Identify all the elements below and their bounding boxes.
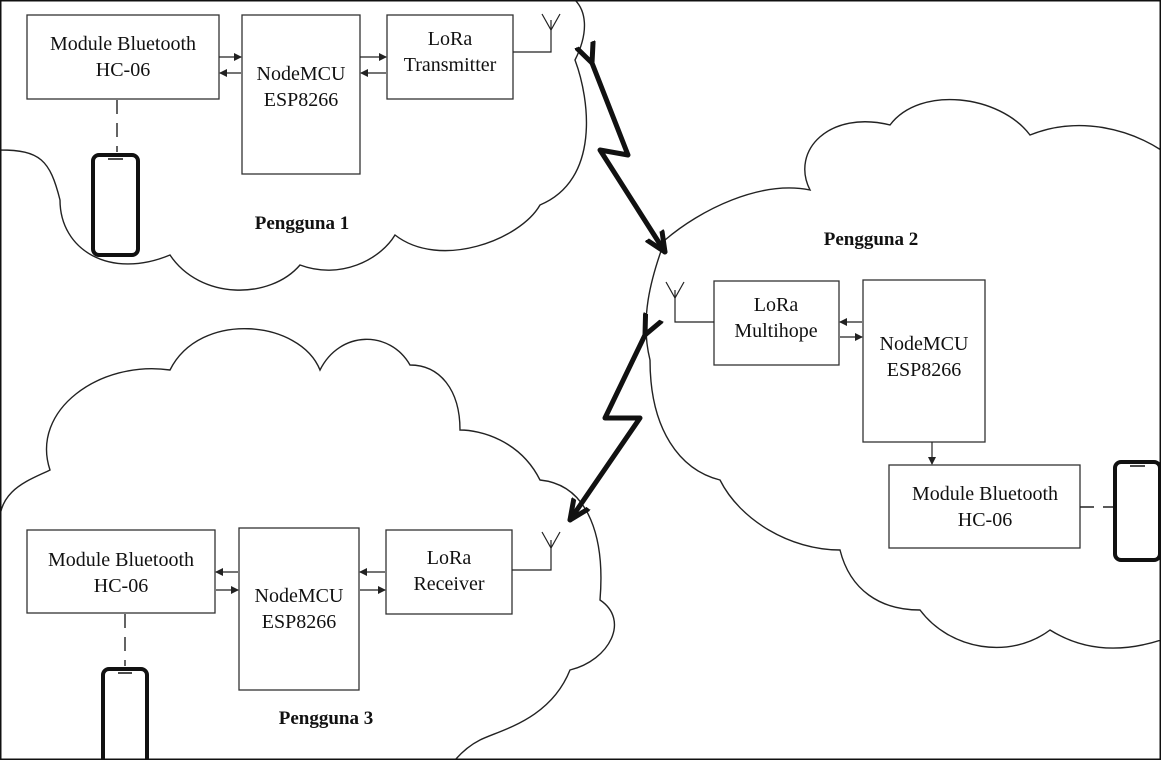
- user1-bluetooth-label-line1: Module Bluetooth: [50, 33, 196, 55]
- user2-lora-box: [713, 280, 840, 366]
- wireless-link-icon: [567, 335, 645, 523]
- user3-bluetooth-label-line2: HC-06: [94, 575, 148, 597]
- user2-bluetooth-label-line2: HC-06: [958, 509, 1012, 531]
- smartphone-icon: [101, 667, 149, 765]
- user2-group: Pengguna 2 LoRa Multihope NodeMCU ESP826…: [665, 229, 1161, 562]
- user2-nodemcu-label-line2: ESP8266: [887, 359, 961, 381]
- antenna-icon: [512, 531, 561, 571]
- user1-bluetooth-label-line2: HC-06: [96, 59, 150, 81]
- wireless-link-icon: [592, 63, 668, 255]
- user3-lora-label-line2: Receiver: [413, 573, 484, 595]
- user3-nodemcu-box: [238, 527, 360, 691]
- user2-nodemcu-box: [862, 279, 986, 443]
- user1-nodemcu-label-line2: ESP8266: [264, 89, 338, 111]
- user3-lora-label-line1: LoRa: [427, 547, 472, 569]
- user1-lora-label-line1: LoRa: [428, 28, 473, 50]
- user1-nodemcu-box: [241, 14, 361, 175]
- antenna-icon: [513, 13, 561, 53]
- user2-bluetooth-label-line1: Module Bluetooth: [912, 483, 1058, 505]
- antenna-icon: [665, 281, 714, 323]
- user1-bluetooth-box: [26, 14, 220, 100]
- user2-title: Pengguna 2: [824, 229, 919, 250]
- user3-nodemcu-label-line2: ESP8266: [262, 611, 336, 633]
- user3-nodemcu-label-line1: NodeMCU: [255, 585, 344, 607]
- user1-lora-box: [386, 14, 514, 100]
- user1-nodemcu-label-line1: NodeMCU: [257, 63, 346, 85]
- user3-lora-box: [385, 529, 513, 615]
- user1-title: Pengguna 1: [255, 213, 350, 234]
- user3-bluetooth-label-line1: Module Bluetooth: [48, 549, 194, 571]
- user3-title: Pengguna 3: [279, 708, 374, 729]
- user2-nodemcu-label-line1: NodeMCU: [880, 333, 969, 355]
- user1-group: Module Bluetooth HC-06 NodeMCU ESP8266 L…: [26, 13, 561, 257]
- smartphone-icon: [91, 153, 140, 257]
- user3-bluetooth-box: [26, 529, 216, 614]
- user2-lora-label-line1: LoRa: [754, 294, 799, 316]
- smartphone-icon: [1113, 460, 1161, 562]
- user2-bluetooth-box: [888, 464, 1081, 549]
- user2-lora-label-line2: Multihope: [734, 320, 817, 342]
- user3-group: Module Bluetooth HC-06 NodeMCU ESP8266 L…: [26, 527, 561, 765]
- user1-lora-label-line2: Transmitter: [404, 54, 497, 76]
